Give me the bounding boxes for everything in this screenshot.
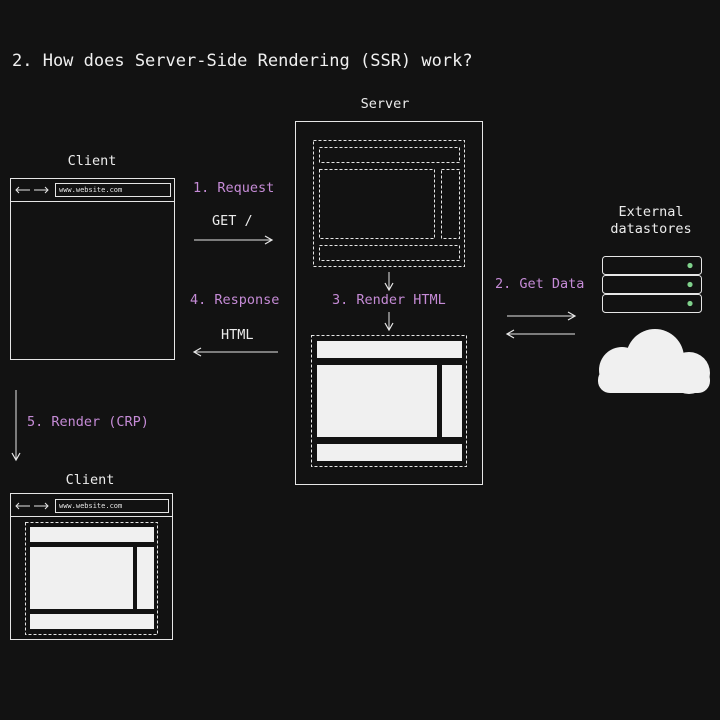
page-title: 2. How does Server-Side Rendering (SSR) … [12,51,473,71]
html-response-label: HTML [221,327,254,343]
address-bar [55,499,169,513]
step-render-crp-label: 5. Render (CRP) [27,414,149,430]
rendered-html-block [311,335,467,467]
step-get-data-label: 2. Get Data [495,276,585,292]
client-browser-empty [10,178,175,360]
external-label-line2: datastores [610,221,692,237]
cloud-icon [598,329,710,394]
client-label-rendered: Client [65,472,115,488]
forward-arrow-icon [34,186,49,194]
address-bar [55,183,171,197]
html-template-wireframe [313,140,465,267]
url-text-rendered: www.website.com [59,502,123,510]
external-label-line1: External [618,204,684,220]
client-label: Client [67,153,117,169]
forward-arrow-icon [34,502,49,510]
database-server-icon [602,256,702,313]
step-response-label: 4. Response [190,292,280,308]
server-box [295,121,483,485]
step-request-label: 1. Request [193,180,275,196]
back-arrow-icon [15,502,30,510]
back-arrow-icon [15,186,30,194]
server-label: Server [360,96,410,112]
step-render-html-label: 3. Render HTML [332,292,446,308]
get-request-label: GET / [212,213,253,229]
url-text: www.website.com [59,186,123,194]
client-browser-rendered [10,493,173,640]
